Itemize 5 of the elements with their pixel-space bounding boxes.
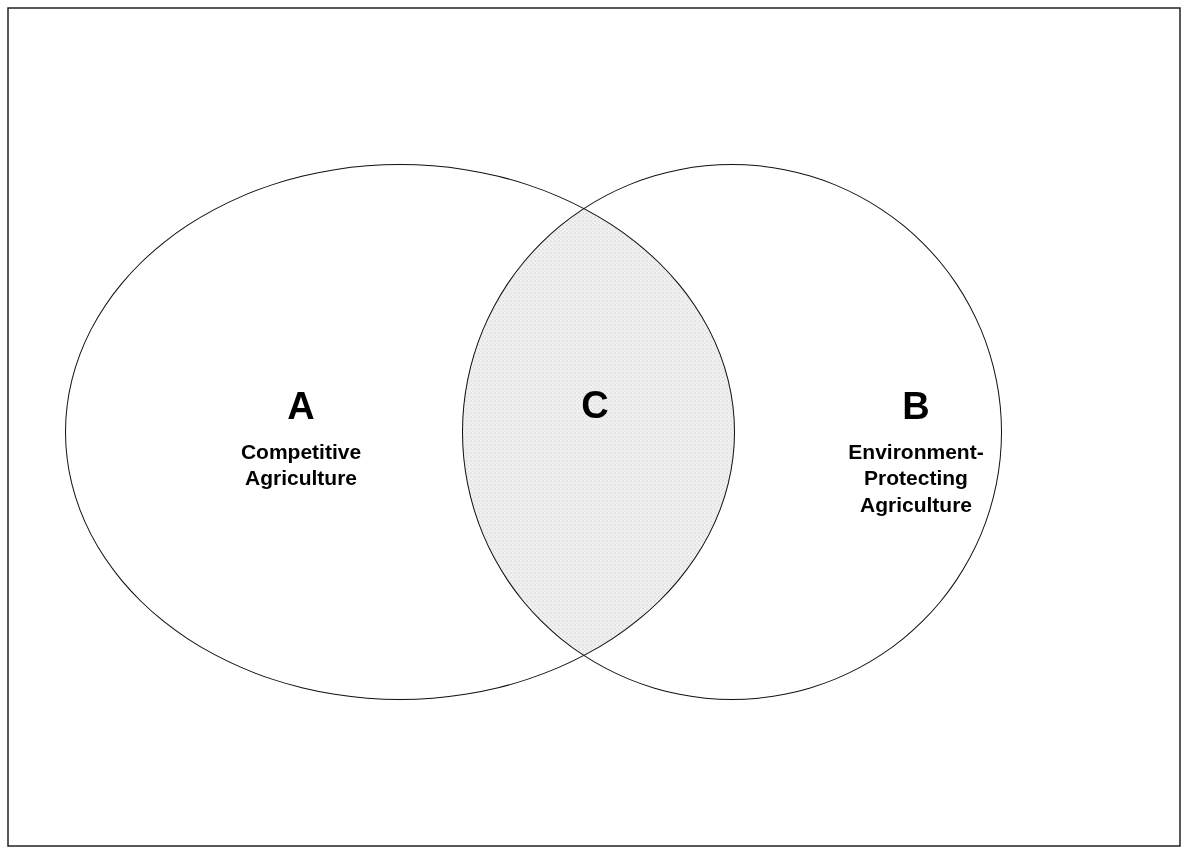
region-letter: C [580, 386, 610, 424]
region-letter: A [286, 387, 316, 425]
region-label: Competitive Agriculture [239, 439, 363, 492]
region-letter: B [901, 387, 931, 425]
region-label: Environment-Protecting Agriculture [847, 439, 985, 518]
